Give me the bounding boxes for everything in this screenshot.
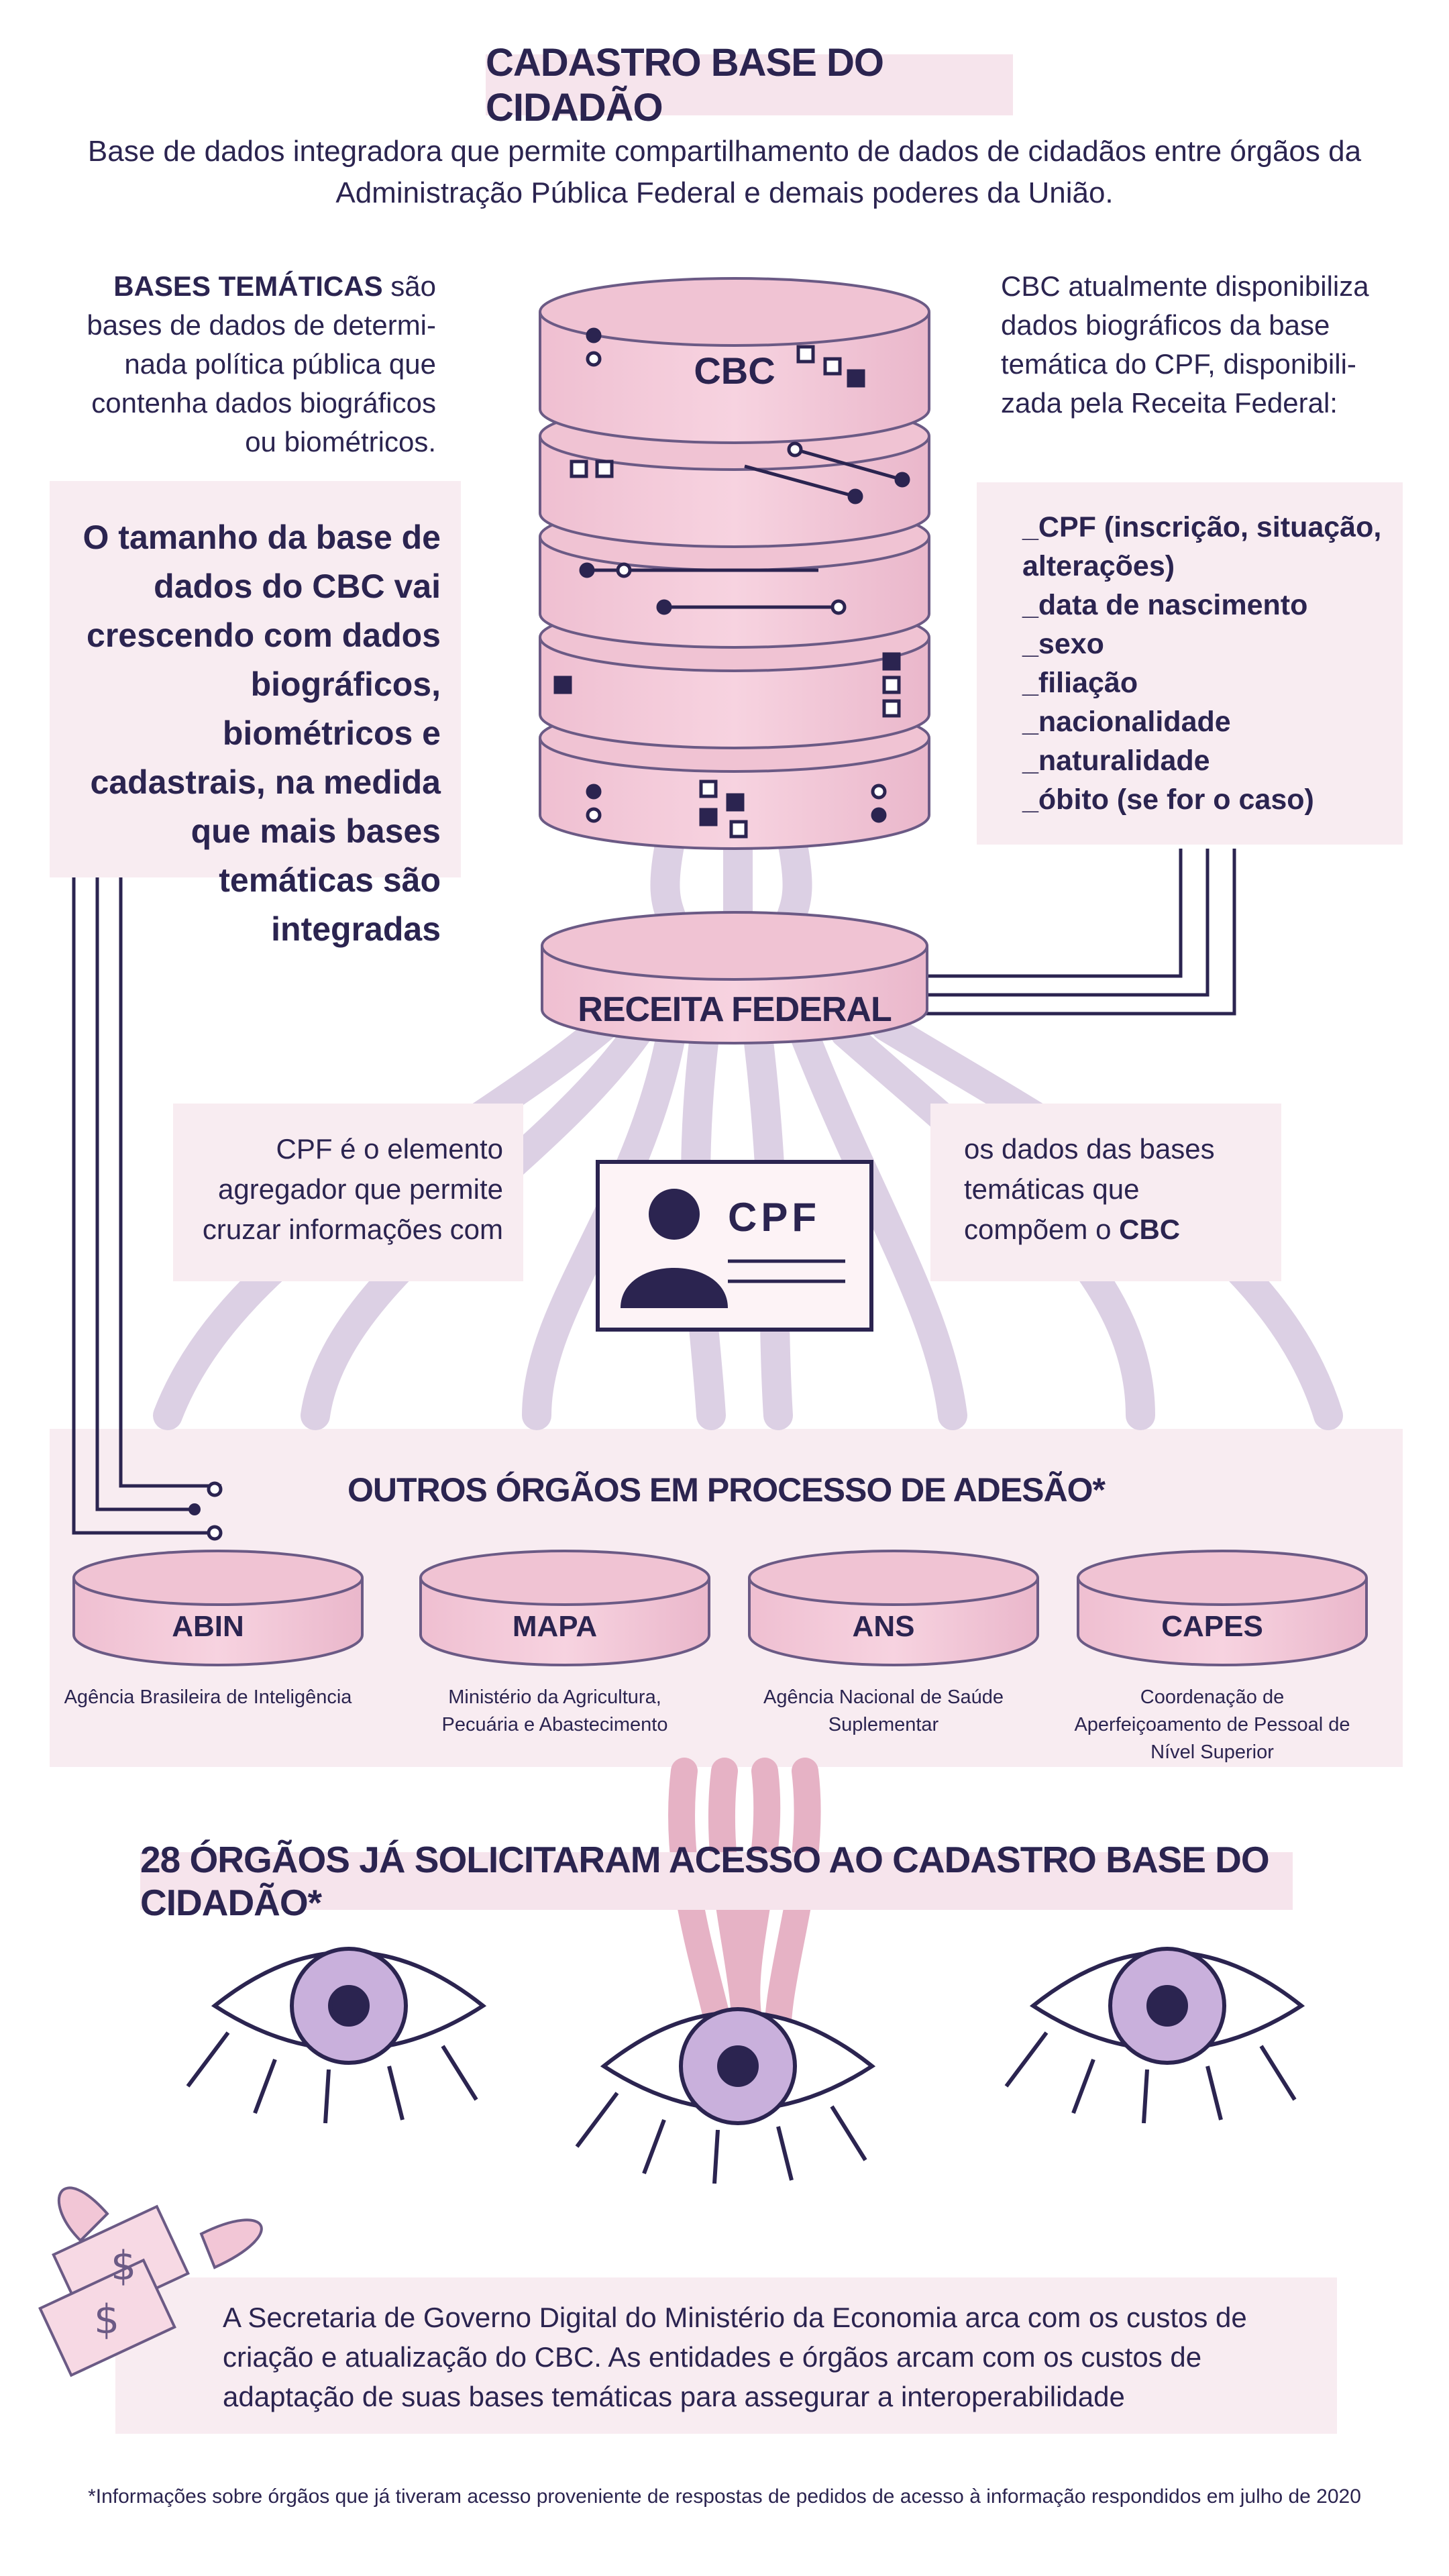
cpf-fields-list: _CPF (inscrição, situação, alterações) _… [1022, 508, 1385, 819]
cpf-field: _data de nascimento [1022, 589, 1308, 621]
requests-heading: 28 ÓRGÃOS JÁ SOLICITARAM ACESSO AO CADAS… [140, 1839, 1293, 1923]
svg-text:$: $ [94, 2296, 119, 2343]
cbc-description: CBC atualmente disponibiliza dados biogr… [1001, 270, 1369, 419]
thematic-bases-term: BASES TEMÁTICAS [113, 270, 383, 302]
subtitle-line: Base de dados integradora que permite co… [87, 135, 1362, 168]
flying-money-icon: $ $ [38, 2186, 263, 2377]
receita-federal-database [541, 911, 928, 1044]
cpf-right-note: os dados das bases temáticas que compõem… [964, 1129, 1259, 1250]
cpf-field: _nacionalidade [1022, 706, 1231, 738]
thematic-bases-description: BASES TEMÁTICAS são bases de dados de de… [80, 267, 436, 462]
org-name-capes: CAPES [1161, 1610, 1263, 1643]
thematic-bases-definition: são bases de dados de determi-nada polít… [87, 270, 436, 458]
adhesion-content: OUTROS ÓRGÃOS EM PROCESSO DE ADESÃO* ABI… [50, 1429, 1403, 1767]
cbc-database-stack [539, 277, 930, 850]
surveillance-eyes [186, 1947, 1305, 2184]
cpf-left-note: CPF é o elemento agregador que permite c… [202, 1133, 503, 1245]
org-desc-capes: Coordenação de Aperfeiçoamento de Pessoa… [1074, 1686, 1350, 1763]
growth-note-box: O tamanho da base de dados do CBC vai cr… [50, 481, 461, 948]
cpf-field: _sexo [1022, 628, 1104, 660]
org-databases [72, 1550, 1368, 1666]
org-desc-ans: Agência Nacional de Saúde Suplementar [763, 1686, 1004, 1735]
cpf-field: _CPF (inscrição, situação, alterações) [1022, 511, 1382, 582]
subtitle: Base de dados integradora que permite co… [80, 131, 1368, 214]
org-name-ans: ANS [852, 1610, 915, 1643]
costs-box: A Secretaria de Governo Digital do Minis… [115, 2277, 1337, 2434]
cpf-right-note-box: os dados das bases temáticas que compõem… [930, 1104, 1281, 1281]
footnote: *Informações sobre órgãos que já tiveram… [88, 2485, 1361, 2508]
adhesion-heading: OUTROS ÓRGÃOS EM PROCESSO DE ADESÃO* [347, 1471, 1106, 1509]
costs-note: A Secretaria de Governo Digital do Minis… [223, 2302, 1247, 2412]
cpf-fields-box: _CPF (inscrição, situação, alterações) _… [977, 482, 1403, 845]
connector-lines [72, 812, 1236, 1535]
svg-text:$: $ [111, 2243, 136, 2290]
org-name-mapa: MAPA [512, 1610, 598, 1643]
cpf-field: _óbito (se for o caso) [1022, 784, 1314, 816]
org-desc-mapa: Ministério da Agricultura, Pecuária e Ab… [441, 1686, 668, 1735]
cpf-left-note-box: CPF é o elemento agregador que permite c… [173, 1104, 523, 1281]
cpf-card [596, 1160, 873, 1332]
cpf-field: _filiação [1022, 667, 1138, 699]
subtitle-line: Administração Pública Federal e demais p… [335, 176, 1114, 209]
cpf-right-note-text: os dados das bases temáticas que compõem… [964, 1133, 1215, 1245]
page-title: CADASTRO BASE DO CIDADÃO [486, 41, 1013, 129]
cbc-label: CBC [694, 350, 775, 392]
cpf-card-label: CPF [728, 1195, 820, 1240]
org-name-abin: ABIN [172, 1610, 244, 1643]
growth-note: O tamanho da base de dados do CBC vai cr… [83, 519, 441, 948]
cpf-right-note-bold: CBC [1119, 1214, 1181, 1245]
cpf-field: _naturalidade [1022, 745, 1210, 777]
receita-federal-label: RECEITA FEDERAL [578, 990, 892, 1029]
org-desc-abin: Agência Brasileira de Inteligência [64, 1686, 352, 1708]
